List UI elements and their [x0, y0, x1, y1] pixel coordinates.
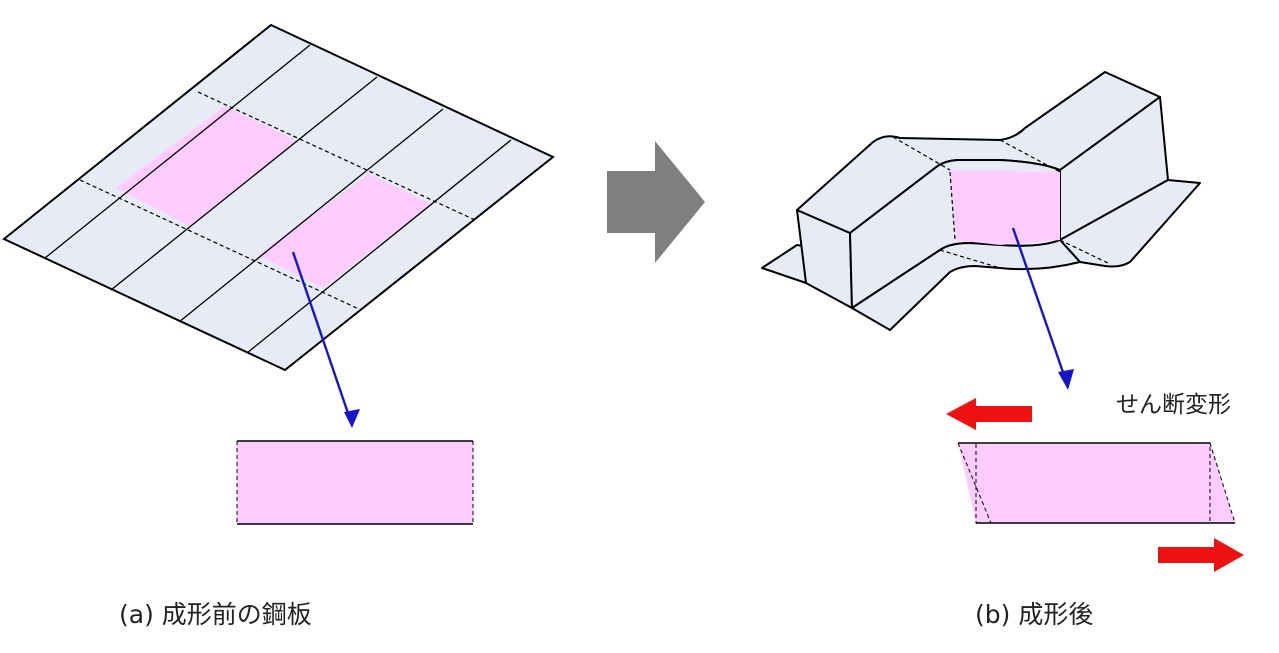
blue-arrow-left: [291, 251, 352, 420]
flat-steel-sheet: [2, 23, 555, 428]
sheared-element: [957, 442, 1236, 524]
process-arrow: [607, 141, 705, 263]
caption-after-forming: (b) 成形後: [975, 600, 1094, 629]
shear-deformation-label: せん断変形: [1116, 392, 1231, 418]
formed-part: [761, 71, 1201, 390]
formed-pink-region: [950, 170, 1060, 245]
unsheared-element: [236, 440, 474, 525]
red-arrow-right: [1158, 538, 1244, 572]
sheet-pink-region-1: [116, 106, 297, 226]
caption-before-forming: (a) 成形前の鋼板: [119, 600, 312, 629]
sheet-pink-region-2: [258, 174, 431, 288]
red-arrow-left: [946, 398, 1032, 430]
blue-arrow-right: [1011, 227, 1067, 379]
